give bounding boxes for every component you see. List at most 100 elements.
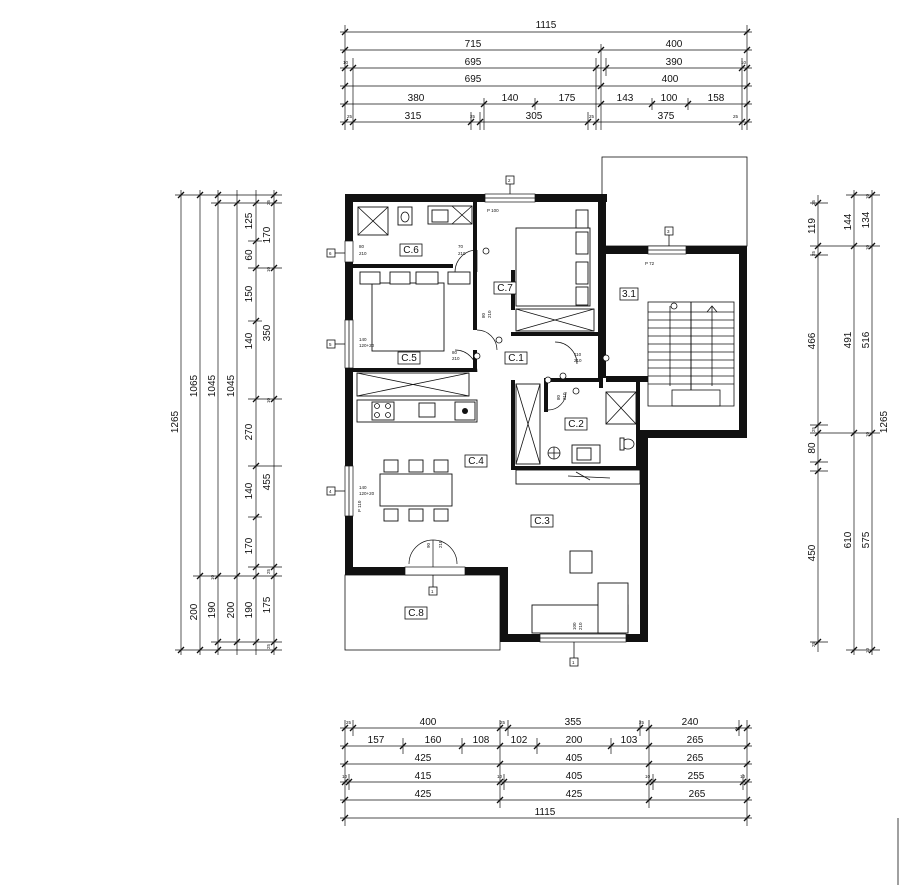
door-70-sub: 210 xyxy=(458,251,466,256)
marker-6: 6 xyxy=(329,251,332,256)
top-dim-400a: 400 xyxy=(666,39,683,50)
marker-2: 2 xyxy=(508,178,511,183)
left-dim-150: 150 xyxy=(244,285,255,302)
top-tick-25c: 25 xyxy=(589,114,595,119)
left-tick-10c: 10 xyxy=(210,574,215,580)
right-tick-10d: 10 xyxy=(865,647,870,653)
top-tick-25d: 25 xyxy=(733,114,739,119)
bottom-dim-total: 1115 xyxy=(535,807,556,818)
window-140b: 140 xyxy=(359,485,367,490)
right-dim-466: 466 xyxy=(807,332,818,349)
right-dim-total: 1265 xyxy=(879,410,890,433)
right-dimensions: 119 466 80 450 144 491 610 134 516 575 1… xyxy=(807,190,890,655)
bottom-dim-240: 240 xyxy=(682,717,699,728)
top-dim-715: 715 xyxy=(465,39,482,50)
left-dim-1065: 1065 xyxy=(189,374,200,397)
window-c3-sub: 210 xyxy=(578,622,583,630)
door-80b: 80 xyxy=(452,350,458,355)
bottom-dim-415: 415 xyxy=(415,771,432,782)
bottom-tick-10d: 10 xyxy=(740,774,746,779)
left-tick-25c: 25 xyxy=(266,643,271,649)
door-80c: 80 xyxy=(556,394,561,400)
bottom-dim-265b: 265 xyxy=(687,753,704,764)
furniture xyxy=(356,205,641,634)
bottom-tick-25c: 25 xyxy=(639,720,645,725)
top-dim-total: 1115 xyxy=(536,20,557,31)
bottom-dim-265a: 265 xyxy=(687,735,704,746)
left-dim-455: 455 xyxy=(262,473,273,490)
left-dim-170a: 170 xyxy=(244,537,255,554)
top-tick-25b: 25 xyxy=(470,114,476,119)
top-dim-175: 175 xyxy=(559,93,576,104)
marker-1a: 1 xyxy=(431,589,434,594)
bottom-tick-25d: 25 xyxy=(735,726,741,731)
door-70: 70 xyxy=(458,244,464,249)
left-dim-140a: 140 xyxy=(244,332,255,349)
bottom-tick-10a: 10 xyxy=(342,774,348,779)
left-dim-200b: 200 xyxy=(226,601,237,618)
window-c3: 100 xyxy=(572,622,577,630)
door-80c-sub: 210 xyxy=(562,392,567,400)
right-dim-610: 610 xyxy=(843,531,854,548)
door-80b-sub: 210 xyxy=(452,356,460,361)
right-dim-134: 134 xyxy=(861,211,872,228)
left-dim-200a: 200 xyxy=(189,603,200,620)
bottom-dimensions: 400 355 240 25 25 25 25 157 160 108 102 … xyxy=(340,717,752,826)
left-dim-270: 270 xyxy=(244,423,255,440)
right-tick-10a: 10 xyxy=(865,193,870,199)
opening-p100: P 100 xyxy=(487,208,499,213)
marker-1b: 1 xyxy=(572,660,575,665)
right-tick-25b: 25 xyxy=(811,250,816,256)
right-dim-119: 119 xyxy=(807,218,818,234)
room-label-c4: C.4 xyxy=(468,456,484,467)
left-tick-10a: 10 xyxy=(266,266,271,272)
bottom-dim-103: 103 xyxy=(621,735,638,746)
window-140a: 140 xyxy=(359,337,367,342)
bottom-dim-405b: 405 xyxy=(566,771,583,782)
right-dim-491: 491 xyxy=(843,331,854,348)
bottom-dim-108: 108 xyxy=(473,735,490,746)
door-110: 110 xyxy=(574,352,582,357)
bottom-dim-265c: 265 xyxy=(689,789,706,800)
bottom-dim-425c: 425 xyxy=(566,789,583,800)
bottom-dim-102: 102 xyxy=(511,735,528,746)
bottom-dim-425b: 425 xyxy=(415,789,432,800)
top-dim-140: 140 xyxy=(502,93,519,104)
bottom-dim-400: 400 xyxy=(420,717,437,728)
bottom-tick-10c: 10 xyxy=(645,774,651,779)
top-dim-400b: 400 xyxy=(662,74,679,85)
marker-4: 4 xyxy=(329,489,332,494)
top-tick-10b: 10 xyxy=(741,60,747,65)
walls xyxy=(345,194,747,642)
room-label-c5: C.5 xyxy=(401,353,417,364)
window-140a-sub: 120+20 xyxy=(359,343,375,348)
top-dim-315: 315 xyxy=(405,111,422,122)
door-90: 90 xyxy=(426,542,431,548)
room-label-3-1: 3.1 xyxy=(622,289,636,300)
right-tick-25c: 25 xyxy=(811,426,816,432)
top-tick-25a: 25 xyxy=(347,114,353,119)
room-label-c3: C.3 xyxy=(534,516,550,527)
bottom-tick-25a: 25 xyxy=(346,720,352,725)
bottom-dim-425a: 425 xyxy=(415,753,432,764)
left-dim-1045a: 1045 xyxy=(207,374,218,397)
left-dim-1045b: 1045 xyxy=(226,374,237,397)
stairs xyxy=(647,301,735,407)
left-dim-190b: 190 xyxy=(244,601,255,618)
right-tick-10b: 10 xyxy=(865,244,870,250)
left-dim-350: 350 xyxy=(262,324,273,341)
room-label-c2: C.2 xyxy=(568,419,584,430)
right-dim-450: 450 xyxy=(807,544,818,561)
opening-p110: P 110 xyxy=(357,500,362,512)
top-dim-305: 305 xyxy=(526,111,543,122)
opening-annotations: P 100 P 72 P 110 140 120+20 140 120+20 8… xyxy=(357,208,655,630)
door-90-sub: 210 xyxy=(438,540,443,548)
left-dim-170b: 170 xyxy=(262,226,273,243)
right-tick-25d: 25 xyxy=(811,641,816,647)
top-dim-695b: 695 xyxy=(465,74,482,85)
bottom-tick-10b: 10 xyxy=(497,774,503,779)
bottom-dim-255: 255 xyxy=(688,771,705,782)
bottom-dim-157: 157 xyxy=(368,735,385,746)
door-80a-sub: 210 xyxy=(487,310,492,318)
